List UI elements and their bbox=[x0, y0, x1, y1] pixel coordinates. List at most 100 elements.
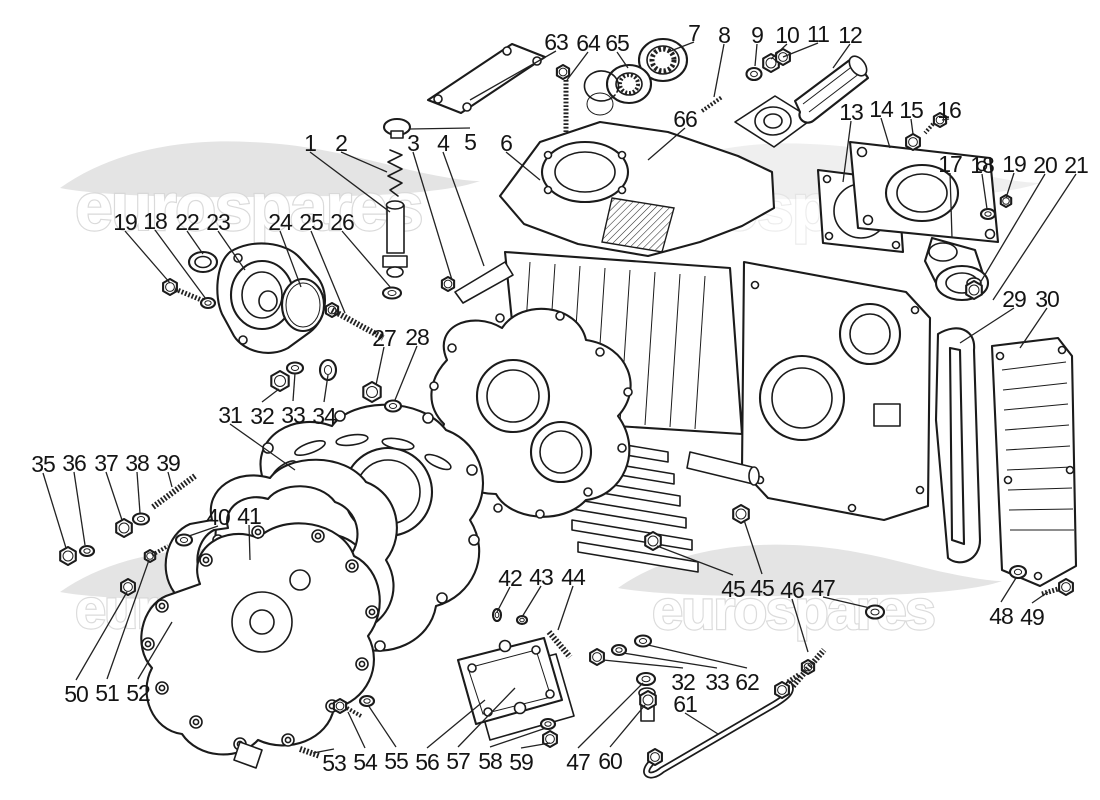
mount-plate bbox=[456, 636, 575, 741]
callout-leader-65-2 bbox=[616, 51, 629, 69]
callout-leader-39-44 bbox=[167, 471, 173, 488]
callout-leader-19-16 bbox=[1005, 172, 1015, 199]
callout-leader-9-5 bbox=[754, 43, 758, 67]
callout-leader-3-21 bbox=[412, 151, 453, 281]
callout-10-6: 10 bbox=[775, 22, 799, 48]
callout-26-31: 26 bbox=[330, 209, 354, 235]
callout-leader-24-29 bbox=[279, 230, 302, 288]
callout-leader-47-60 bbox=[577, 682, 644, 749]
callout-51-70: 51 bbox=[95, 680, 119, 706]
callout-33-38: 33 bbox=[281, 402, 305, 428]
callout-19-25: 19 bbox=[113, 209, 137, 235]
watermark-text-0: eurospares bbox=[75, 169, 422, 245]
callout-leader-41-46 bbox=[248, 524, 251, 561]
callout-leader-53-62 bbox=[312, 748, 335, 754]
callout-24-29: 24 bbox=[268, 209, 293, 235]
callout-leader-16-13 bbox=[941, 118, 950, 121]
callout-leader-56-65 bbox=[426, 699, 486, 749]
callout-leader-2-20 bbox=[340, 151, 388, 173]
callout-29-32: 29 bbox=[1002, 286, 1026, 312]
callout-43-48: 43 bbox=[529, 564, 553, 590]
callout-55-64: 55 bbox=[384, 748, 408, 774]
callout-leader-32-56 bbox=[602, 659, 684, 669]
callout-leader-62-58 bbox=[647, 644, 748, 669]
callout-16-13: 16 bbox=[937, 97, 961, 123]
callout-leader-15-12 bbox=[910, 118, 914, 135]
callout-leader-47-53 bbox=[822, 596, 871, 609]
callout-leader-43-48 bbox=[521, 585, 542, 618]
main-casing bbox=[429, 120, 932, 573]
callout-62-58: 62 bbox=[735, 669, 759, 695]
callout-leader-58-67 bbox=[489, 727, 547, 748]
callout-leader-19-25 bbox=[124, 230, 171, 284]
callout-49-55: 49 bbox=[1020, 604, 1044, 630]
callout-leader-25-30 bbox=[310, 230, 346, 314]
callout-leader-49-55 bbox=[1031, 591, 1049, 604]
callout-44-49: 44 bbox=[561, 564, 586, 590]
callout-leader-4-22 bbox=[442, 151, 485, 267]
callout-leader-28-35 bbox=[394, 345, 418, 401]
callout-15-12: 15 bbox=[899, 97, 923, 123]
callout-3-21: 3 bbox=[407, 130, 419, 156]
callout-leader-10-6 bbox=[770, 43, 788, 60]
callout-1-19: 1 bbox=[304, 130, 316, 156]
callout-66-9: 66 bbox=[673, 106, 697, 132]
tube-and-flange bbox=[734, 55, 870, 148]
right-cover-assembly bbox=[934, 327, 1078, 588]
callout-54-63: 54 bbox=[353, 749, 378, 775]
callout-13-10: 13 bbox=[839, 99, 863, 125]
callout-leader-7-3 bbox=[667, 41, 695, 53]
callout-32-56: 32 bbox=[671, 669, 695, 695]
callout-leader-17-14 bbox=[949, 172, 953, 239]
callout-2-20: 2 bbox=[335, 130, 347, 156]
callout-leader-42-47 bbox=[496, 586, 511, 613]
callout-leader-46-52 bbox=[791, 598, 809, 653]
callout-60-61: 60 bbox=[598, 748, 622, 774]
callout-leader-44-49 bbox=[557, 585, 574, 631]
callout-33-57: 33 bbox=[705, 669, 729, 695]
callout-56-65: 56 bbox=[415, 749, 439, 775]
breather-assembly bbox=[382, 117, 412, 278]
callout-48-54: 48 bbox=[989, 603, 1013, 629]
callout-25-30: 25 bbox=[299, 209, 323, 235]
callout-leader-55-64 bbox=[367, 704, 397, 748]
callout-52-71: 52 bbox=[126, 680, 150, 706]
callout-leader-1-19 bbox=[309, 151, 391, 213]
callout-leader-18-15 bbox=[981, 173, 988, 210]
callout-leader-29-32 bbox=[959, 307, 1015, 344]
callout-18-26: 18 bbox=[143, 208, 167, 234]
callout-45-50: 45 bbox=[721, 576, 745, 602]
callout-57-66: 57 bbox=[446, 748, 470, 774]
callout-47-53: 47 bbox=[811, 575, 835, 601]
side-cover-assembly bbox=[187, 242, 326, 354]
callout-12-8: 12 bbox=[838, 22, 862, 48]
callout-6-24: 6 bbox=[500, 130, 512, 156]
callout-21-18: 21 bbox=[1064, 152, 1088, 178]
callout-leader-51-70 bbox=[106, 559, 150, 680]
callout-leader-61-59 bbox=[684, 712, 719, 735]
callout-leader-50-69 bbox=[75, 591, 128, 681]
front-cover-bolts bbox=[141, 525, 379, 751]
callout-leader-22-27 bbox=[186, 230, 204, 255]
callout-27-34: 27 bbox=[372, 325, 396, 351]
callout-4-22: 4 bbox=[437, 130, 450, 156]
callout-45-51: 45 bbox=[750, 575, 774, 601]
callout-leader-34-39 bbox=[323, 374, 329, 403]
callout-47-60: 47 bbox=[566, 749, 590, 775]
callout-leader-38-43 bbox=[136, 471, 141, 514]
callout-64-1: 64 bbox=[576, 30, 601, 56]
bell-housing-assembly bbox=[140, 403, 484, 769]
callout-leader-54-63 bbox=[347, 711, 366, 749]
watermark-swoosh bbox=[60, 141, 480, 198]
callout-leader-45-51 bbox=[743, 519, 763, 575]
callout-leader-33-57 bbox=[622, 652, 718, 669]
callout-35-40: 35 bbox=[31, 451, 55, 477]
watermark-text-3: eurospares bbox=[652, 578, 934, 641]
callout-5-23: 5 bbox=[464, 129, 476, 155]
callout-50-69: 50 bbox=[64, 681, 88, 707]
callout-leader-66-9 bbox=[647, 127, 686, 161]
callout-34-39: 34 bbox=[312, 403, 337, 429]
callout-leader-20-17 bbox=[979, 173, 1046, 284]
